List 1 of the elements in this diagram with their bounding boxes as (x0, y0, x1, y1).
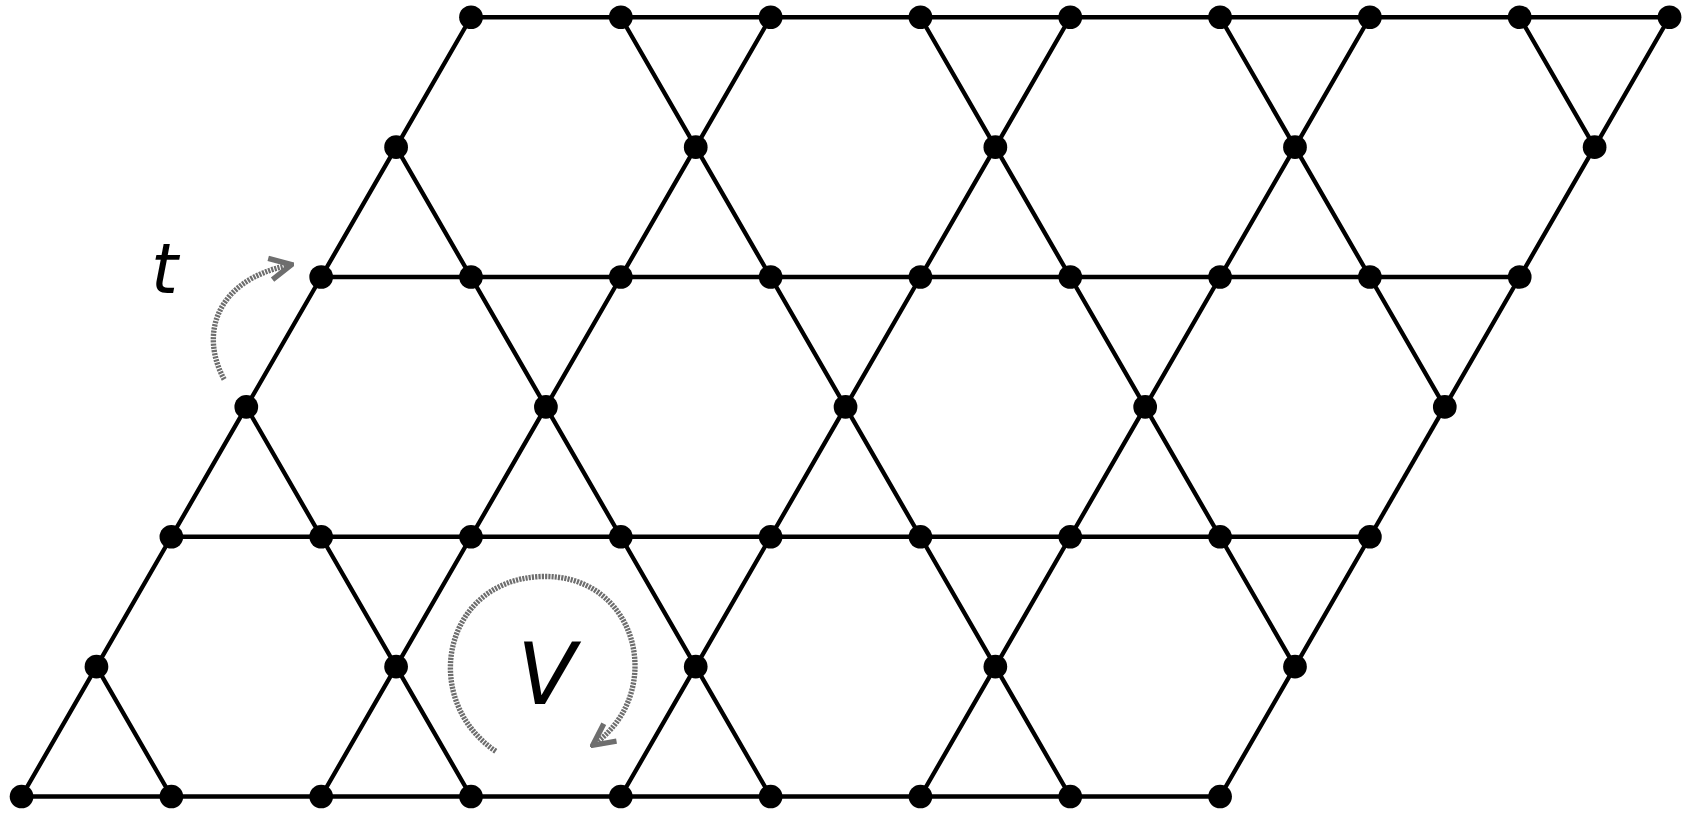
symbol-label: t (150, 234, 178, 304)
